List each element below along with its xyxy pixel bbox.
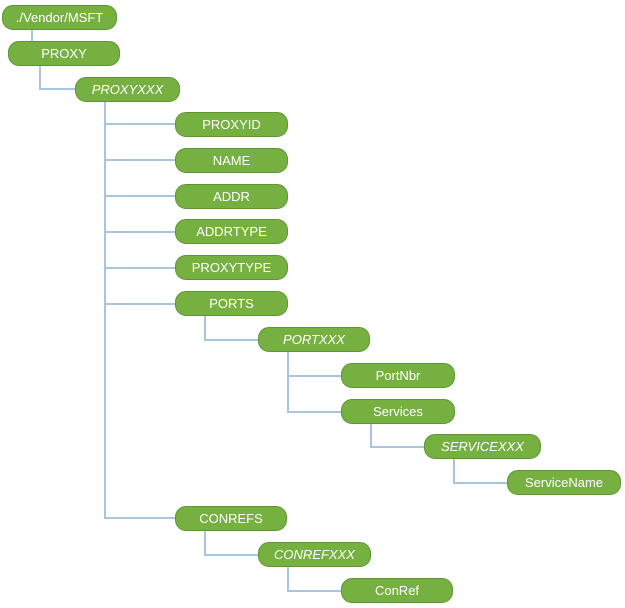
node-addr: ADDR — [175, 184, 288, 209]
node-proxyid: PROXYID — [175, 112, 288, 137]
node-proxytype: PROXYTYPE — [175, 255, 288, 280]
connector-services-servicexxx — [370, 424, 424, 448]
node-proxy: PROXY — [8, 41, 120, 66]
node-services: Services — [341, 399, 455, 424]
node-name: NAME — [175, 148, 288, 173]
node-servicexxx: SERVICEXXX — [424, 434, 541, 459]
node-conref: ConRef — [341, 578, 453, 603]
node-conrefxxx: CONREFXXX — [258, 542, 371, 567]
connector-proxyxxx-children — [104, 102, 175, 519]
node-portnbr: PortNbr — [341, 363, 455, 388]
node-conrefs: CONREFS — [175, 506, 287, 531]
node-addrtype: ADDRTYPE — [175, 219, 288, 244]
connector-conrefxxx-conref — [287, 567, 341, 592]
node-servicename: ServiceName — [507, 470, 621, 495]
connector-conrefs-conrefxxx — [204, 531, 258, 556]
node-ports: PORTS — [175, 291, 288, 316]
connector-servicexxx-servicename — [453, 459, 507, 484]
node-proxyxxx: PROXYXXX — [75, 77, 180, 102]
node-portxxx: PORTXXX — [258, 327, 370, 352]
connector-ports-portxxx — [204, 316, 258, 341]
connector-portxxx-children — [287, 352, 341, 413]
connector-proxy-proxyxxx — [39, 66, 75, 90]
node-vendor-msft: ./Vendor/MSFT — [2, 5, 117, 30]
